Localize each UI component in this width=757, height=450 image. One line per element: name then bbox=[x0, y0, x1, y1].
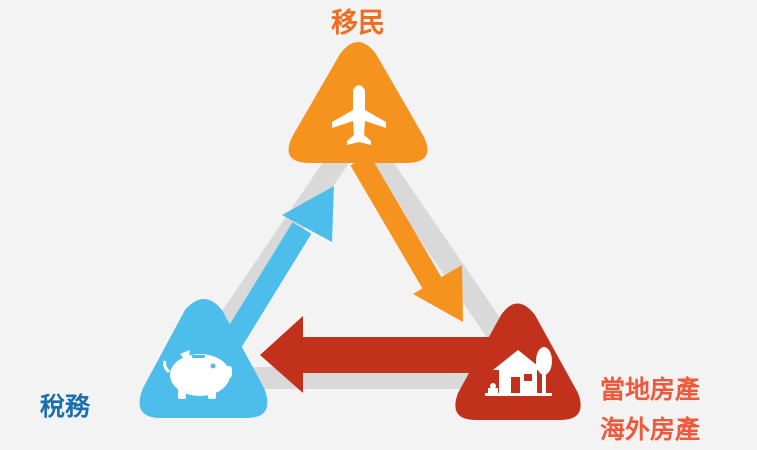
arrow-left-to-top bbox=[220, 186, 334, 351]
node-label-local-property: 當地房產 bbox=[600, 375, 701, 404]
node-label-tax: 稅務 bbox=[40, 392, 91, 421]
node-top bbox=[288, 42, 428, 163]
node-right bbox=[455, 303, 581, 420]
house-icon bbox=[485, 347, 552, 396]
node-label-immigration: 移民 bbox=[331, 8, 385, 39]
arrow-top-to-right bbox=[350, 154, 463, 322]
airplane-icon bbox=[332, 85, 386, 145]
node-left bbox=[139, 299, 268, 418]
arrow-right-to-left bbox=[260, 316, 500, 393]
piggy-bank-icon bbox=[163, 350, 232, 399]
node-label-property: 當地房產 海外房產 bbox=[600, 370, 700, 450]
node-label-overseas-property: 海外房產 bbox=[600, 415, 701, 444]
